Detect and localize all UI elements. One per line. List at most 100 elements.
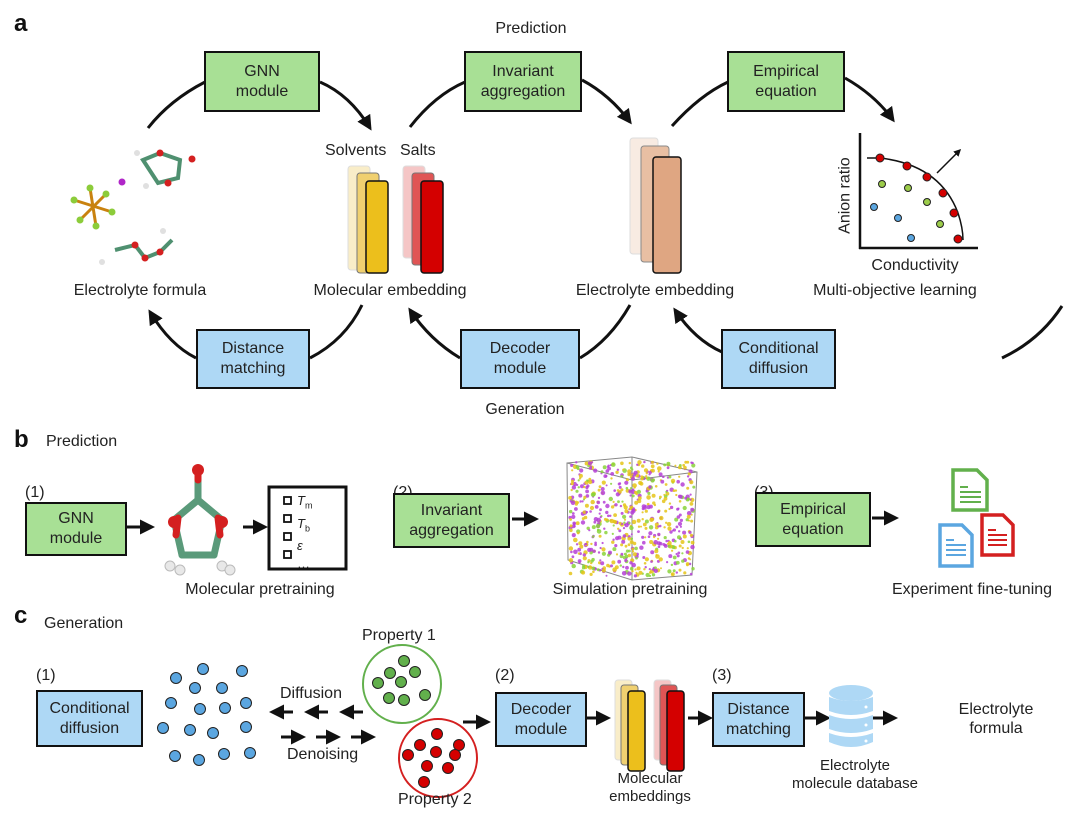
simulation-particle (578, 493, 583, 498)
simulation-particle (686, 563, 689, 567)
simulation-particle (568, 558, 574, 563)
simulation-particle (631, 547, 635, 551)
simulation-particle (605, 574, 608, 577)
low-point (907, 234, 915, 242)
simulation-particle (591, 566, 596, 571)
simulation-particle (591, 535, 595, 538)
noise-point (193, 754, 205, 766)
simulation-particle (621, 500, 624, 503)
simulation-particle (650, 517, 654, 522)
noise-point (216, 682, 228, 694)
simulation-particle (644, 536, 647, 539)
simulation-particle (630, 533, 633, 536)
decoder-module-box-c: Decoder module (495, 692, 587, 747)
invariant-aggregation-box: Invariant aggregation (464, 51, 582, 112)
simulation-particle (610, 482, 613, 485)
empirical-equation-box: Empirical equation (727, 51, 845, 112)
simulation-particle (605, 469, 610, 473)
simulation-particle (622, 468, 625, 471)
simulation-particle (634, 568, 637, 571)
simulation-particle (684, 496, 688, 500)
simulation-particle (670, 563, 674, 567)
simulation-particle (631, 494, 635, 498)
simulation-particle (570, 488, 573, 492)
simulation-particle (636, 518, 641, 523)
simulation-particle (646, 505, 651, 510)
mid-point (923, 198, 931, 206)
simulation-particle (599, 508, 602, 512)
simulation-particle (621, 539, 626, 544)
simulation-particle (611, 540, 615, 544)
noise-point (194, 703, 206, 715)
simulation-particle (627, 571, 632, 576)
simulation-particle (593, 468, 598, 473)
simulation-particle (674, 539, 677, 543)
simulation-particle (637, 530, 640, 533)
arc-molecular-to-invariant (408, 80, 466, 128)
simulation-particle (688, 530, 692, 535)
simulation-particle (571, 485, 577, 490)
simulation-particle (670, 478, 676, 484)
simulation-particle (577, 552, 581, 555)
simulation-particle (689, 480, 694, 485)
simulation-particle (636, 489, 642, 494)
simulation-particle (690, 507, 695, 512)
properties-box (267, 485, 348, 571)
diffusion-label: Diffusion (280, 685, 342, 702)
step-c2-number: (2) (495, 667, 515, 684)
property-more: … (297, 556, 310, 572)
simulation-particle (651, 568, 655, 571)
molecular-embeddings-icon (614, 679, 685, 772)
simulation-particle (611, 462, 616, 467)
simulation-particle (619, 564, 622, 567)
simulation-particle (634, 546, 638, 551)
simulation-particle (573, 522, 576, 526)
simulation-particle (612, 524, 615, 527)
simulation-particle (681, 546, 684, 550)
simulation-particle (645, 477, 648, 480)
simulation-particle (582, 553, 586, 557)
simulation-particle (617, 527, 620, 530)
simulation-particle (579, 544, 584, 549)
simulation-particle (568, 546, 574, 551)
simulation-particle (627, 472, 632, 477)
simulation-particle (652, 535, 656, 539)
simulation-particle (631, 550, 635, 553)
simulation-particle (682, 463, 686, 467)
step-c1-number: (1) (36, 667, 56, 684)
panel-b-letter: b (14, 426, 29, 453)
simulation-particle (645, 472, 648, 475)
simulation-particle (665, 539, 668, 543)
simulation-particle (644, 557, 650, 562)
gnn-module-box-b: GNN module (25, 502, 127, 556)
simulation-particle (691, 461, 694, 465)
pareto-point (938, 188, 948, 198)
simulation-particle (592, 549, 596, 553)
molecule-3d-icon (164, 464, 236, 576)
document-blue (938, 523, 974, 568)
simulation-particle (577, 547, 582, 552)
simulation-particle (668, 554, 673, 559)
simulation-particle (677, 507, 680, 510)
simulation-particle (617, 535, 622, 540)
simulation-particle (629, 515, 632, 518)
simulation-particle (655, 554, 658, 557)
simulation-particle (580, 520, 586, 525)
simulation-particle (622, 534, 627, 538)
simulation-particle (658, 557, 663, 562)
simulation-particle (601, 480, 606, 485)
simulation-particle (662, 475, 665, 479)
arc-invariant-to-electrolyte (581, 78, 632, 125)
simulation-particle (681, 559, 685, 563)
mid-point (878, 180, 886, 188)
simulation-particle (690, 540, 695, 545)
simulation-particle (640, 475, 644, 479)
simulation-particle (582, 556, 587, 561)
simulation-particle (672, 489, 676, 493)
simulation-particle (582, 510, 586, 514)
simulation-particle (663, 493, 666, 496)
simulation-particle (619, 504, 623, 508)
simulation-particle (588, 529, 591, 532)
simulation-particle (668, 475, 672, 479)
simulation-particle (618, 485, 622, 489)
